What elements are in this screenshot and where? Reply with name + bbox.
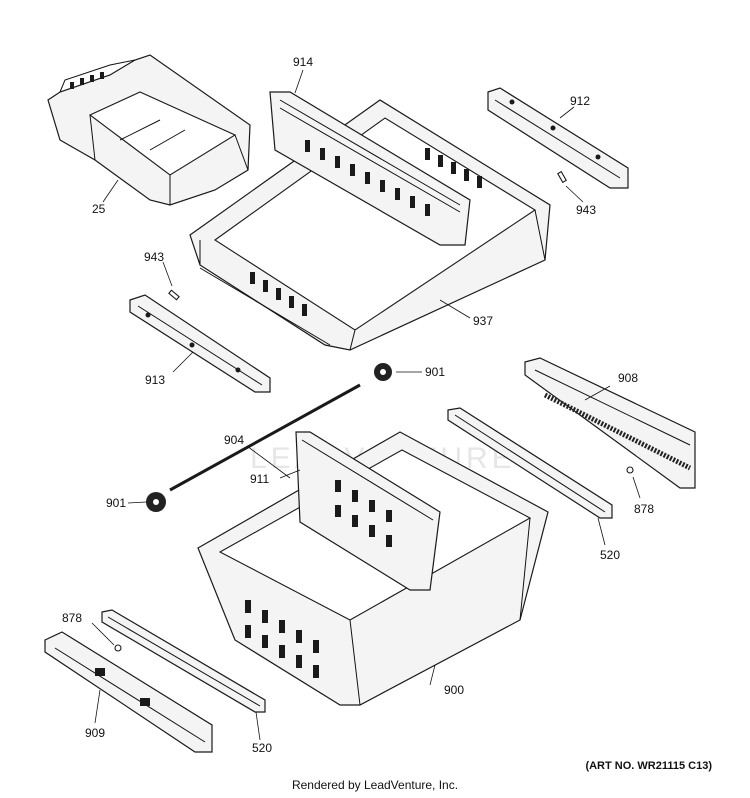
part-25-small-bin[interactable] [47, 54, 251, 206]
part-913-rail[interactable] [129, 294, 271, 393]
label-878-right: 878 [634, 502, 654, 516]
part-878-screw-right[interactable] [626, 466, 634, 474]
part-912-rail[interactable] [487, 87, 629, 189]
label-901-upper: 901 [425, 365, 445, 379]
part-904-shaft[interactable] [169, 383, 361, 492]
label-908: 908 [618, 371, 638, 385]
label-904: 904 [224, 433, 244, 447]
part-909-rail[interactable] [44, 631, 213, 753]
leader-lines [91, 69, 641, 741]
basket-900-slots [245, 600, 319, 678]
label-520-right: 520 [600, 548, 620, 562]
label-878-left: 878 [62, 611, 82, 625]
part-901-gear-upper[interactable] [374, 363, 392, 381]
art-number: (ART NO. WR21115 C13) [585, 760, 712, 772]
label-909: 909 [85, 726, 105, 740]
part-937-upper-basket[interactable] [189, 99, 551, 351]
part-908-rail[interactable] [524, 357, 696, 489]
part-943-pin-right[interactable] [557, 170, 567, 184]
label-914: 914 [293, 55, 313, 69]
label-911: 911 [250, 472, 269, 486]
part-520-slide-left[interactable] [101, 609, 266, 713]
label-901-lower: 901 [106, 496, 126, 510]
label-913: 913 [145, 373, 165, 387]
label-520-left: 520 [252, 741, 272, 755]
label-900: 900 [444, 683, 464, 697]
label-937: 937 [473, 314, 493, 328]
label-25: 25 [92, 202, 106, 216]
part-520-slide-right[interactable] [447, 407, 613, 519]
label-943-right: 943 [576, 203, 596, 217]
label-912: 912 [570, 94, 590, 108]
part-901-gear-lower[interactable] [146, 492, 166, 512]
part-943-pin-left[interactable] [168, 289, 180, 301]
part-914-divider[interactable] [269, 91, 471, 246]
part-878-screw-left[interactable] [114, 644, 122, 652]
part-number-labels: 25 914 912 943 943 937 913 901 904 908 9… [62, 55, 654, 755]
footer-credit: Rendered by LeadVenture, Inc. [291, 778, 459, 792]
part-911-divider[interactable] [295, 431, 441, 591]
basket-937-slots [250, 148, 482, 316]
label-943-left: 943 [144, 250, 164, 264]
